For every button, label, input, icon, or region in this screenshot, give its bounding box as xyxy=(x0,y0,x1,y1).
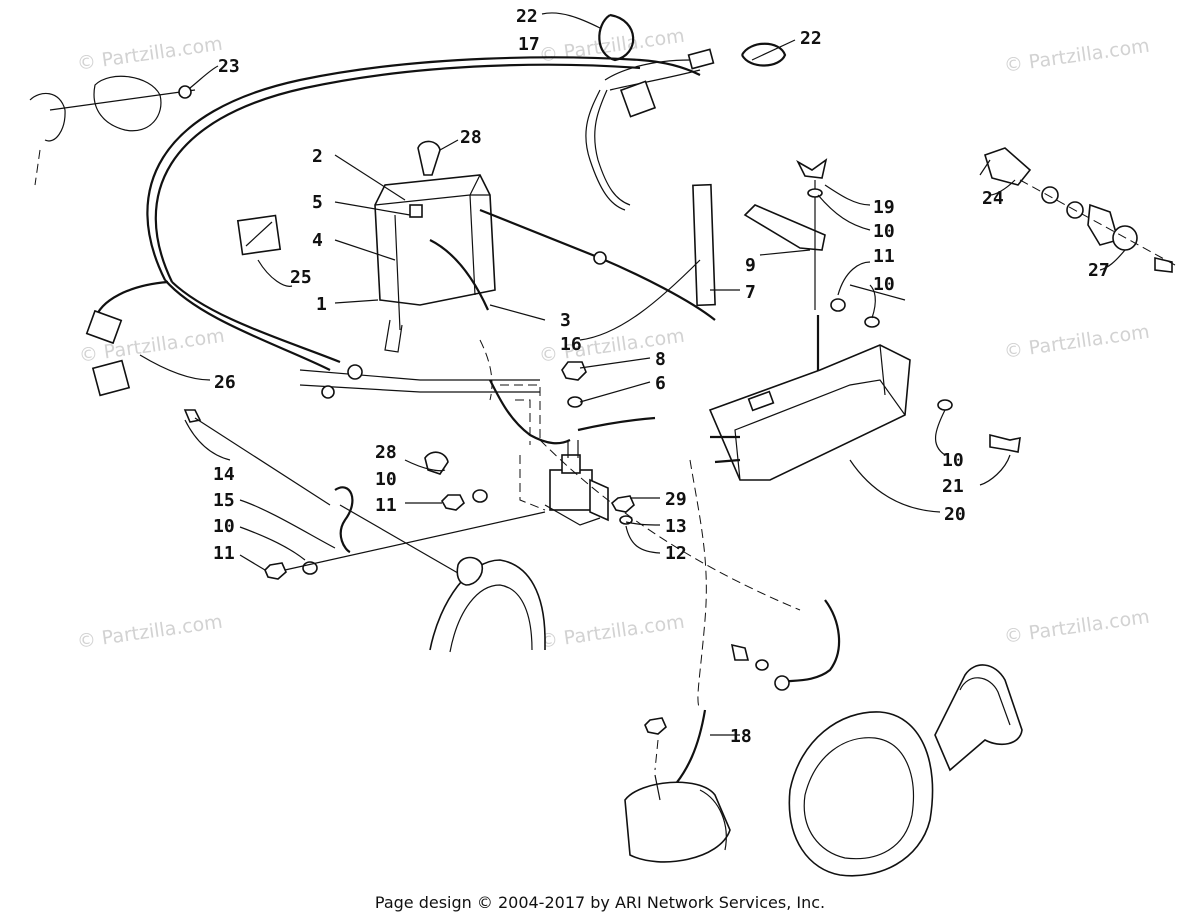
washer xyxy=(807,188,823,198)
callout-12: 12 xyxy=(665,543,687,564)
callout-26: 26 xyxy=(214,372,236,393)
watermark: © Partzilla.com xyxy=(1003,321,1151,363)
callout-6: 6 xyxy=(655,373,666,394)
flywheel-housing xyxy=(788,664,1023,877)
callout-27: 27 xyxy=(1088,260,1110,281)
snap-ring xyxy=(598,13,635,62)
callout-18: 18 xyxy=(730,726,752,747)
nut xyxy=(561,361,587,381)
nut xyxy=(610,495,635,513)
washer xyxy=(472,489,488,503)
ring-terminal xyxy=(321,385,335,399)
callout-11b: 11 xyxy=(375,495,397,516)
callout-1: 1 xyxy=(316,294,327,315)
cable-clip xyxy=(424,451,449,475)
watermark: © Partzilla.com xyxy=(538,25,686,67)
callout-19: 19 xyxy=(873,197,895,218)
callout-10a: 10 xyxy=(873,221,895,242)
watermark: © Partzilla.com xyxy=(76,611,224,653)
callout-25: 25 xyxy=(290,267,312,288)
solenoid xyxy=(544,440,609,526)
callout-13: 13 xyxy=(665,516,687,537)
callout-29: 29 xyxy=(665,489,687,510)
callout-17: 17 xyxy=(518,34,540,55)
nut xyxy=(644,717,667,735)
washer xyxy=(937,399,953,411)
callout-28a: 28 xyxy=(460,127,482,148)
callout-10e: 10 xyxy=(213,516,235,537)
harness-connector xyxy=(687,48,715,70)
watermark: © Partzilla.com xyxy=(76,33,224,75)
ring-terminal xyxy=(347,364,363,380)
ground-strap xyxy=(183,409,546,581)
callout-21: 21 xyxy=(942,476,964,497)
callout-15: 15 xyxy=(213,490,235,511)
nut xyxy=(830,298,846,312)
cable-end xyxy=(593,251,607,265)
callout-20: 20 xyxy=(944,504,966,525)
bolt xyxy=(989,433,1021,453)
nut xyxy=(441,494,465,511)
leader-lines xyxy=(139,12,1126,736)
callout-22a: 22 xyxy=(516,6,538,27)
washer xyxy=(864,316,880,328)
callout-5: 5 xyxy=(312,192,323,213)
callout-3: 3 xyxy=(560,310,571,331)
watermarks: © Partzilla.com © Partzilla.com © Partzi… xyxy=(76,25,1151,653)
washer xyxy=(567,396,583,408)
wiring-harness xyxy=(85,48,715,399)
callout-2: 2 xyxy=(312,146,323,167)
callout-24: 24 xyxy=(982,188,1004,209)
harness-connector xyxy=(91,359,131,397)
watermark: © Partzilla.com xyxy=(538,611,686,653)
bolt xyxy=(730,643,750,661)
callout-10b: 10 xyxy=(873,274,895,295)
callout-10c: 10 xyxy=(375,469,397,490)
terminal-cap xyxy=(417,140,441,176)
harness-connector xyxy=(85,309,123,345)
watermark: © Partzilla.com xyxy=(1003,35,1151,77)
battery-terminal xyxy=(409,204,423,218)
callout-4: 4 xyxy=(312,230,323,251)
washer xyxy=(755,659,769,671)
harness-connector xyxy=(619,80,657,118)
screw xyxy=(178,85,192,99)
grommet-bracket xyxy=(29,75,196,186)
bracket xyxy=(743,204,826,251)
callout-28b: 28 xyxy=(375,442,397,463)
engine-housing-left xyxy=(429,556,546,653)
battery-tray xyxy=(708,344,911,481)
callout-23: 23 xyxy=(218,56,240,77)
callouts: 22 17 22 23 2 28 5 4 25 1 3 16 8 6 26 7 … xyxy=(213,6,1110,747)
switch-nut xyxy=(1041,186,1059,204)
callout-16: 16 xyxy=(560,334,582,355)
switch-assembly xyxy=(979,147,1176,273)
copyright-footer: Page design © 2004-2017 by ARI Network S… xyxy=(374,893,826,912)
callout-14: 14 xyxy=(213,464,235,485)
watermark: © Partzilla.com xyxy=(1003,606,1151,648)
ring-terminal xyxy=(774,675,790,691)
starter-motor xyxy=(624,774,731,863)
snap-ring xyxy=(741,42,787,67)
callout-10d: 10 xyxy=(942,450,964,471)
tray-slot xyxy=(747,390,775,412)
callout-11a: 11 xyxy=(873,246,895,267)
hold-down-strap xyxy=(692,183,716,307)
callout-22b: 22 xyxy=(800,28,822,49)
warning-decal xyxy=(236,214,282,256)
callout-8: 8 xyxy=(655,349,666,370)
wing-nut xyxy=(796,158,828,179)
battery xyxy=(374,174,496,353)
callout-7: 7 xyxy=(745,282,756,303)
callout-11c: 11 xyxy=(213,543,235,564)
callout-9: 9 xyxy=(745,255,756,276)
